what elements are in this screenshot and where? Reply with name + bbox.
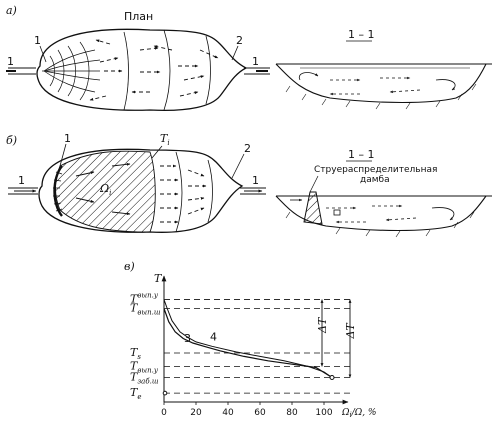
level-main: T: [130, 346, 139, 359]
level-label-zab_sh: Tзаб.ш: [130, 371, 159, 386]
level-label-e: Tе: [130, 386, 142, 401]
x-label-main: Ω: [341, 408, 350, 418]
outlet-b: [240, 187, 266, 195]
start-point: [162, 390, 168, 396]
x-axis-label: Ωi/Ω, %: [341, 408, 377, 419]
delta-label-1: ΔT: [344, 322, 357, 340]
panel-b: б) 1 1 1 2 Ωi Ti: [6, 132, 492, 238]
x-label-sub: i: [349, 411, 351, 419]
t-i-label: Ti: [160, 132, 170, 147]
x-tick-label: 100: [315, 408, 332, 418]
distribution-dam-plan-b: [53, 165, 63, 217]
series-label-3: 3: [184, 332, 191, 345]
dam-section-b: [303, 191, 323, 225]
delta-symbol: Δ: [316, 325, 329, 334]
cross-lines-a: [123, 29, 211, 111]
dam-label-line1: Струераспределительная: [314, 165, 437, 175]
section-b-title: 1 – 1: [348, 148, 375, 161]
dam-label-line2: дамба: [360, 175, 390, 185]
omega-i-label: Ωi: [99, 182, 111, 197]
level-sub: е: [137, 393, 141, 401]
level-sup: вып.у: [137, 292, 159, 300]
leader-b-2: [231, 153, 245, 179]
leader-a-1: [39, 45, 47, 63]
omega-symbol: Ω: [99, 182, 109, 195]
inlet-jet-lines-a: [42, 41, 101, 101]
level-label-vyp_u_top: Tвып.у: [130, 292, 159, 306]
leader-ti: [151, 145, 163, 159]
level-main: T: [130, 371, 139, 384]
bed-profile-b: [275, 195, 487, 232]
section-a-right-label: 1: [252, 55, 259, 68]
pond-b-outline: [38, 148, 244, 233]
series-label-4: 4: [210, 330, 217, 343]
cross-lines-b: [175, 151, 213, 233]
level-main: T: [130, 386, 139, 399]
ti-symbol: T: [160, 132, 169, 145]
inlet-b: [8, 187, 38, 195]
level-sub: вып.у: [137, 366, 159, 374]
section-flow-b: [290, 198, 455, 224]
delta-main: T: [316, 316, 329, 325]
leader-a-2: [231, 45, 239, 61]
ti-sub: i: [167, 139, 169, 147]
level-label-vyp_sh: Tвып.ш: [130, 301, 161, 316]
hatched-zone-b: [55, 150, 156, 233]
x-tick-label: 20: [190, 408, 202, 418]
label-a-1: 1: [34, 34, 41, 47]
level-sub: заб.ш: [137, 378, 158, 386]
leader-b-1: [59, 143, 67, 167]
label-b-1: 1: [64, 132, 71, 145]
panel-c-letter: в): [124, 260, 135, 273]
delta-main: T: [344, 322, 357, 331]
omega-sub: i: [109, 189, 111, 197]
inlet-a: [8, 67, 36, 75]
section-a-title: 1 – 1: [348, 28, 375, 41]
panel-a: а) План 1 1 1 2: [6, 4, 492, 112]
panel-a-letter: а): [6, 4, 17, 17]
section-b-right-label: 1: [252, 174, 259, 187]
x-label-tail: /Ω, %: [351, 408, 377, 418]
outlet-a: [244, 67, 270, 75]
level-sub: s: [137, 353, 141, 361]
bed-hatch-b: [285, 211, 475, 238]
series-line-4: [163, 308, 333, 379]
label-b-2: 2: [244, 142, 251, 155]
x-tick-label: 60: [254, 408, 266, 418]
dam-leader: [309, 175, 319, 193]
bed-hatch-a: [285, 83, 477, 110]
bed-profile-a: [275, 63, 487, 104]
end-point: [329, 375, 335, 381]
level-label-s: Ts: [130, 346, 141, 361]
plan-title: План: [124, 10, 153, 23]
section-b-left-label: 1: [18, 174, 25, 187]
delta-symbol: Δ: [344, 331, 357, 340]
delta-label-0: ΔT: [316, 316, 329, 334]
flow-arrows-a: [89, 39, 219, 101]
x-tick-label: 0: [161, 408, 167, 418]
level-main: T: [130, 293, 139, 306]
level-label-vyp_u: Tвып.у: [130, 359, 159, 374]
level-sub: вып.ш: [137, 308, 161, 316]
label-a-2: 2: [236, 34, 243, 47]
panel-b-letter: б): [6, 134, 17, 147]
x-tick-label: 80: [286, 408, 298, 418]
y-axis-label: T: [154, 272, 163, 285]
dam-teeth-b: [53, 171, 63, 212]
level-main: T: [130, 301, 139, 314]
level-main: T: [130, 359, 139, 372]
section-flow-a: [298, 72, 456, 96]
pond-a-outline: [36, 28, 248, 112]
section-a-left-label: 1: [7, 55, 14, 68]
flow-arrows-b: [75, 162, 207, 224]
x-tick-label: 40: [222, 408, 234, 418]
